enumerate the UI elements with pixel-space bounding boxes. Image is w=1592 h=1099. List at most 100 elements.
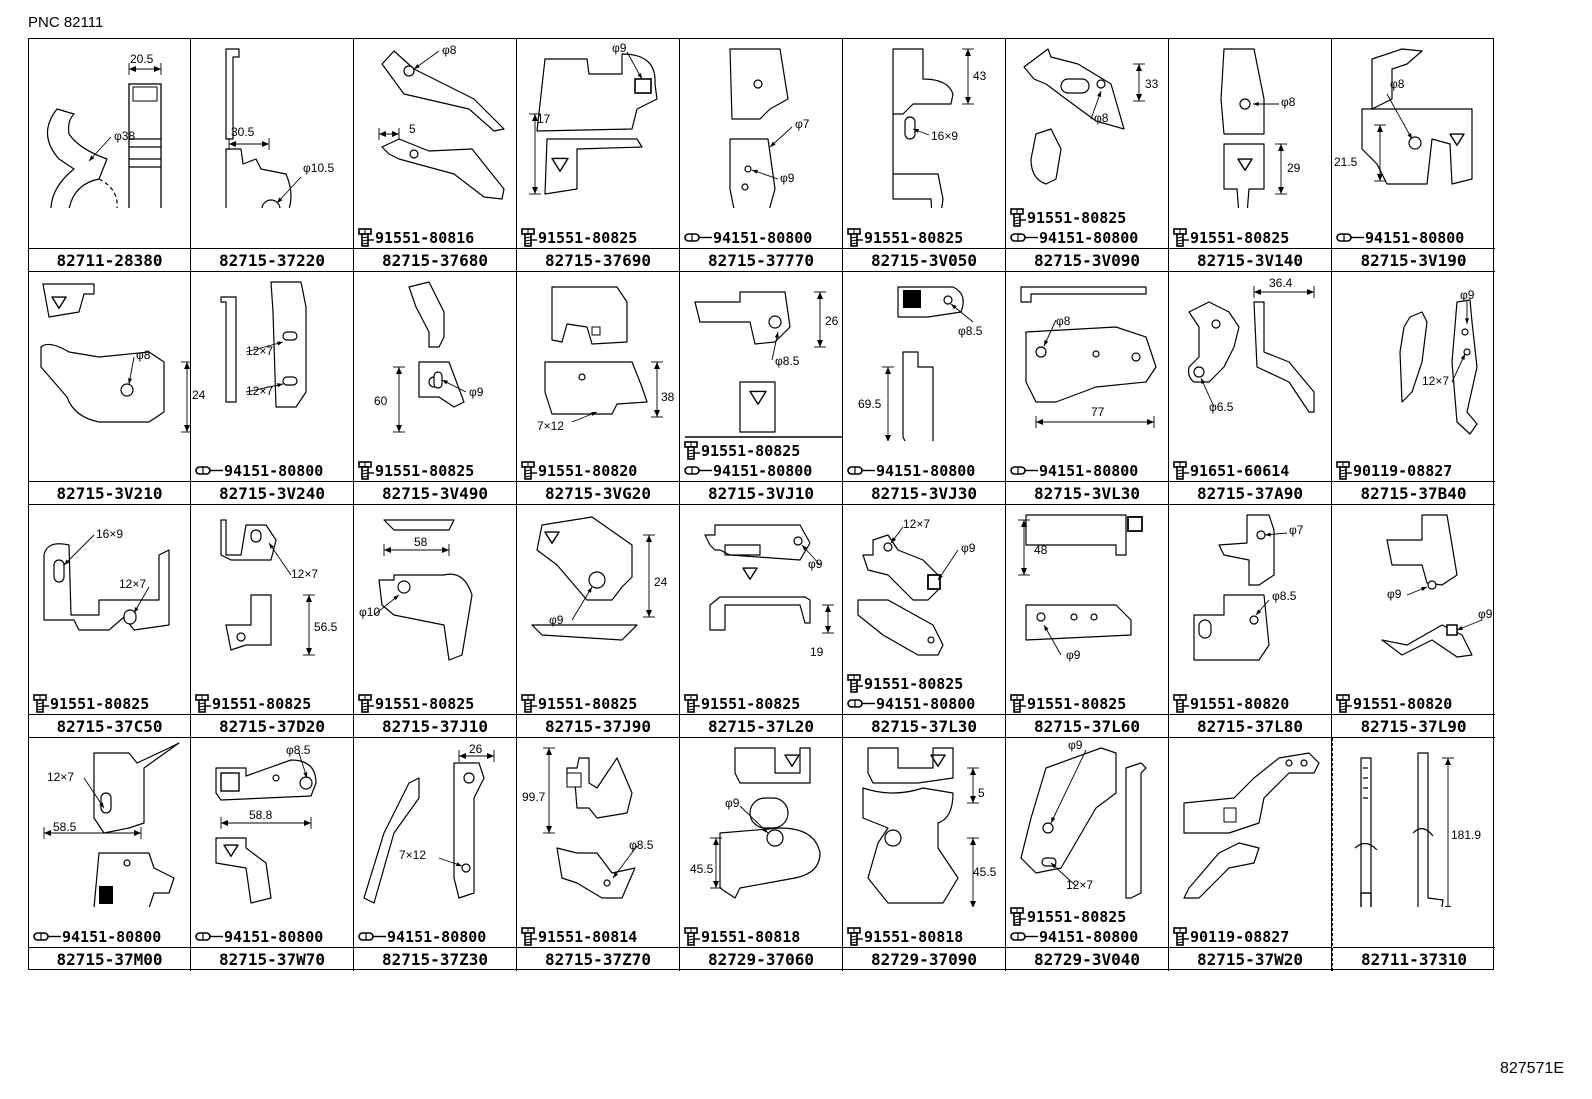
fastener-part-number: 91551-80825 [375,461,475,480]
part-illustration [1183,752,1320,899]
dimension-label: 7×12 [537,419,565,433]
bolt-callout: 91551-80816 [358,228,514,247]
bolt-icon [684,927,700,946]
clip-nut-icon [684,466,712,475]
clip-nut-icon [1010,466,1038,475]
dimension-label: 5 [978,786,985,800]
dimension-label: 19 [810,645,824,659]
fastener-part-number: 91551-80825 [864,674,964,693]
part-illustration [1023,48,1145,185]
fastener-part-number: 94151-80800 [1039,228,1139,247]
dimension-label: φ8 [442,43,457,57]
part-number: 82715-37L80 [1169,714,1331,739]
bolt-icon [1010,907,1026,926]
part-illustration [1193,514,1288,661]
bolt-icon [1336,461,1352,480]
part-number: 82715-3V210 [29,481,190,506]
part-illustration [393,281,467,433]
dimension-label: φ6.5 [1209,400,1234,414]
bolt-icon [521,927,537,946]
bolt-callout: 91551-80814 [521,927,677,946]
bolt-callout: 91551-80825 [1010,907,1166,926]
dimension-label: φ9 [612,41,627,55]
part-number: 82715-37680 [354,248,516,273]
part-number: 82715-3VJ10 [680,481,842,506]
clip-nut-icon [684,233,712,242]
fastener-part-number: 94151-80800 [224,461,324,480]
fastener-part-number: 91551-80818 [701,927,801,946]
dimension-label: φ9 [808,557,823,571]
dimension-label: φ8.5 [1272,589,1297,603]
fastener-part-number: 91551-80825 [864,228,964,247]
fastener-part-number: 94151-80800 [1039,461,1139,480]
bolt-callout: 91551-80825 [33,694,188,713]
pnc-label: PNC 82111 [28,14,104,31]
dimension-label: 56.5 [314,620,338,634]
dimension-label: φ8 [136,348,151,362]
dimension-label: 60 [374,394,388,408]
fastener-part-number: 94151-80800 [876,461,976,480]
part-illustration [543,747,638,899]
part-illustration [1399,299,1478,435]
clip-callout: 94151-80800 [195,927,351,946]
bolt-icon [521,228,537,247]
bolt-callout: 91551-80825 [1173,228,1329,247]
clip-callout: 94151-80800 [358,927,514,946]
fastener-part-number: 94151-80800 [713,228,813,247]
part-illustration [892,48,974,208]
dimension-label: 12×7 [119,577,147,591]
clip-callout: 94151-80800 [847,694,1003,713]
dimension-label: 16×9 [931,129,959,143]
part-number: 82715-37L90 [1332,714,1495,739]
clip-nut-icon [33,932,61,941]
dimension-label: 45.5 [973,865,997,879]
clip-nut-icon [1336,233,1364,242]
part-number: 82715-3V090 [1006,248,1168,273]
dimension-label: 12×7 [246,344,274,358]
part-number: 82715-37A90 [1169,481,1331,506]
dimension-label: 24 [654,575,668,589]
clip-nut-icon [1010,932,1038,941]
part-illustration [729,48,793,208]
bolt-icon [1336,694,1352,713]
dimension-label: φ8 [1390,77,1405,91]
part-illustration [378,50,505,200]
